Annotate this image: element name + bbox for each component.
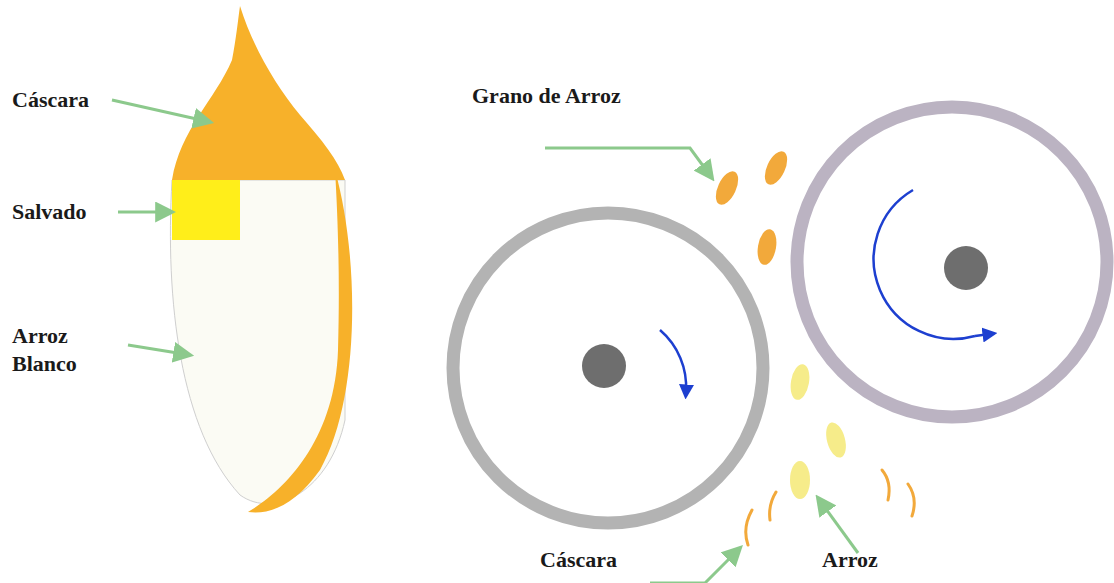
- husk-fragments: [746, 470, 915, 545]
- roller-right: [797, 107, 1107, 417]
- part-label: Arroz Blanco: [12, 322, 112, 377]
- rice-grain: [170, 6, 352, 513]
- husk-band: [248, 170, 352, 513]
- leader-line: [650, 548, 740, 583]
- part-label: Arroz: [822, 546, 878, 574]
- leader-line: [818, 498, 858, 553]
- part-label: Cáscara: [540, 546, 617, 574]
- husk-cap: [172, 6, 345, 180]
- roller-left: [453, 213, 763, 523]
- rice-grains: [711, 148, 792, 266]
- leader-line: [128, 345, 190, 355]
- leader-lines: [112, 100, 858, 583]
- part-label: Salvado: [12, 198, 87, 226]
- leader-line: [545, 148, 712, 178]
- leader-line: [112, 100, 210, 122]
- leader-line: [118, 211, 172, 214]
- bran: [172, 180, 240, 240]
- part-label: Grano de Arroz: [472, 82, 621, 110]
- milled-rice: [788, 363, 849, 499]
- part-label: Cáscara: [12, 86, 89, 114]
